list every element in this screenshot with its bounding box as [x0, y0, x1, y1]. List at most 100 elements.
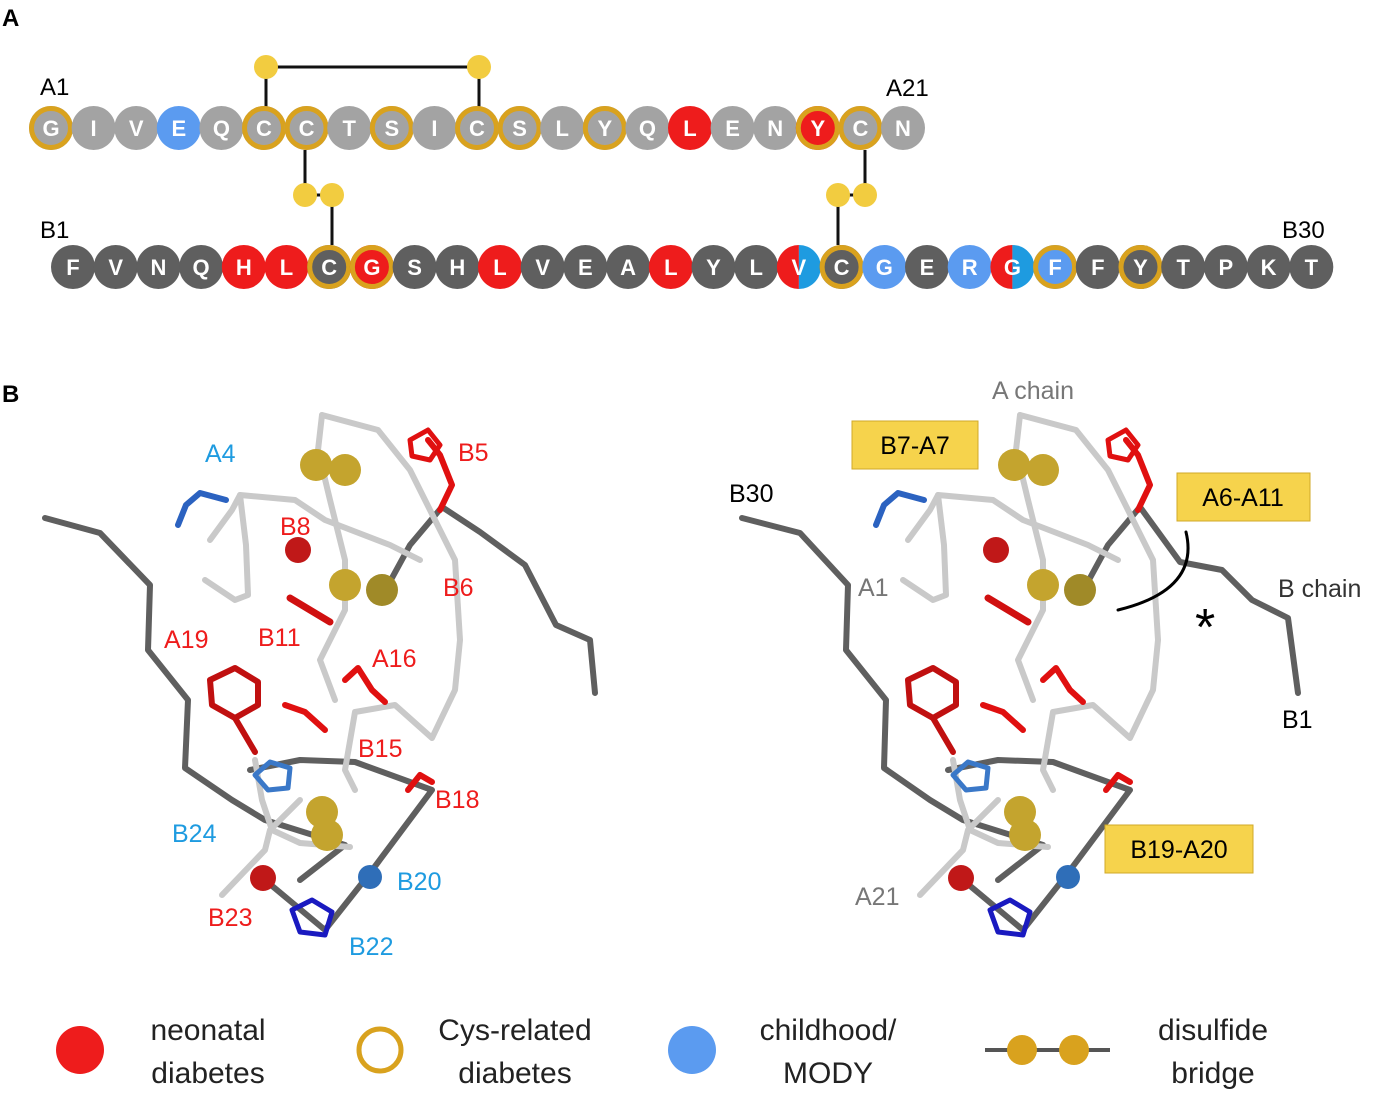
legend-mody-swatch — [668, 1026, 716, 1074]
b-chain-residue-18: V — [776, 245, 821, 289]
a-chain-residue-12: S — [497, 106, 542, 150]
b-chain-residue-26: Y — [1118, 245, 1163, 289]
a-chain-residue-4: E — [156, 106, 201, 150]
b-chain-residue-6: L — [264, 245, 309, 289]
residue-labels-left: A4 B5 B8 B6 B11 A19 A16 B15 B18 B24 B20 … — [164, 439, 489, 961]
b-chain-residue-16: Y — [691, 245, 736, 289]
b-chain-residue-5: H — [221, 245, 266, 289]
a-chain-start-label: A1 — [40, 74, 69, 101]
b-chain-residue-23: G — [990, 245, 1035, 289]
b-chain-residue-25: F — [1075, 245, 1120, 289]
legend: neonatal diabetes Cys-related diabetes c… — [56, 1014, 1268, 1090]
a-chain-residue-3: V — [114, 106, 159, 150]
label-b15: B15 — [358, 735, 402, 763]
b-chain-residue-10: H — [435, 245, 480, 289]
legend-bridge-line1: disulfide — [1158, 1014, 1268, 1047]
b-chain-residue-letter: V — [792, 255, 807, 280]
a-chain-residue-9: S — [369, 106, 414, 150]
b-chain-end-label: B30 — [1282, 217, 1325, 244]
legend-neonatal-line1: neonatal — [150, 1014, 265, 1047]
b-chain-trace-right-upper — [1075, 504, 1301, 696]
b-chain-residue-letter: L — [280, 255, 293, 280]
legend-cys-line1: Cys-related — [438, 1014, 591, 1047]
b-chain-residue-11: L — [478, 245, 522, 289]
b-chain-residue-3: N — [136, 245, 181, 289]
b-chain-residue-letter: L — [493, 255, 506, 280]
b-chain-residue-letter: C — [321, 255, 337, 280]
b-chain-residue-8: G — [349, 245, 394, 289]
legend-mody-line1: childhood/ — [760, 1014, 897, 1047]
b-chain-residue-letter: G — [876, 255, 893, 280]
b-chain-residue-letter: Y — [1133, 255, 1148, 280]
legend-bridge-line2: bridge — [1171, 1057, 1254, 1090]
a-chain-residue-8: T — [327, 106, 372, 150]
a-chain-residue-letter: S — [384, 116, 399, 141]
a-chain-residue-letter: Y — [597, 116, 612, 141]
a-chain-trace-left — [319, 412, 463, 793]
box-b7-a7: B7-A7 — [880, 432, 949, 460]
box-a6-a11: A6-A11 — [1202, 484, 1284, 512]
panel-b-label: B — [2, 381, 19, 408]
a-chain-residue-letter: G — [42, 116, 59, 141]
b-chain-trace-right-lower — [739, 515, 1046, 883]
a-chain-residue-letter: I — [91, 116, 97, 141]
b-chain-residue-17: L — [734, 245, 779, 289]
atoms-left — [250, 449, 398, 891]
b-chain-residue-letter: T — [1305, 255, 1319, 280]
panel-a-label: A — [2, 5, 19, 32]
legend-mody-line2: MODY — [783, 1057, 873, 1090]
b-chain-residue-letter: A — [620, 255, 636, 280]
label-a19: A19 — [164, 626, 208, 654]
b-chain-residue-letter: V — [108, 255, 123, 280]
a-chain-residue-6: C — [242, 106, 286, 150]
b-chain-residue-20: G — [862, 245, 907, 289]
label-b18: B18 — [435, 786, 479, 814]
legend-neonatal-line2: diabetes — [151, 1057, 264, 1090]
a-chain-residue-letter: E — [171, 116, 186, 141]
atoms-right — [948, 449, 1096, 891]
a-chain-residue-letter: C — [469, 116, 485, 141]
label-a1: A1 — [858, 574, 889, 602]
legend-bridge-atom-1 — [1007, 1035, 1037, 1065]
a-chain-residue-letter: I — [431, 116, 437, 141]
label-a21: A21 — [855, 883, 899, 911]
label-b-chain: B chain — [1278, 575, 1361, 603]
b-chain-residue-letter: H — [236, 255, 252, 280]
b-chain-residue-2: V — [93, 245, 138, 289]
b-chain-residue-letter: E — [920, 255, 935, 280]
b-chain-residue-letter: T — [1176, 255, 1190, 280]
a-chain-residue-18: N — [753, 106, 798, 150]
a-chain-residue-letter: L — [683, 116, 696, 141]
a-chain-residue-17: E — [710, 106, 755, 150]
a-chain-end-label: A21 — [886, 75, 929, 102]
a-chain-residue-11: C — [455, 106, 499, 150]
b-chain-residue-12: V — [520, 245, 565, 289]
b-chain-residue-letter: H — [449, 255, 465, 280]
label-b23: B23 — [208, 904, 252, 932]
b-chain-start-label: B1 — [40, 217, 69, 244]
b-chain-residue-letter: G — [363, 255, 380, 280]
b-chain-residue-21: E — [905, 245, 949, 289]
a-chain-residue-letter: Q — [639, 116, 656, 141]
b-chain-residue-letter: Q — [193, 255, 210, 280]
a-chain-residue-2: I — [71, 106, 116, 150]
structure-labels-right: A chain B chain B30 A1 A21 B1 * — [729, 377, 1361, 911]
sulfur-atoms — [254, 55, 877, 207]
a-chain-residue-letter: C — [852, 116, 868, 141]
label-b6: B6 — [443, 574, 474, 602]
label-a-chain: A chain — [992, 377, 1074, 405]
b-chain-residue-13: E — [563, 245, 608, 289]
b-chain-residue-28: P — [1203, 245, 1248, 289]
b-chain-residue-30: T — [1289, 245, 1334, 289]
bridge-boxes: B7-A7 A6-A11 B19-A20 — [851, 420, 1311, 874]
a-chain-residue-letter: N — [895, 116, 911, 141]
b-chain-residue-letter: L — [664, 255, 677, 280]
a-chain-residue-13: L — [540, 106, 585, 150]
b-chain-residue-letter: L — [749, 255, 762, 280]
b-chain-residue-letter: Y — [706, 255, 721, 280]
label-a4: A4 — [205, 440, 236, 468]
b-chain-residue-letter: F — [66, 255, 79, 280]
b-chain-residue-letter: R — [962, 255, 978, 280]
